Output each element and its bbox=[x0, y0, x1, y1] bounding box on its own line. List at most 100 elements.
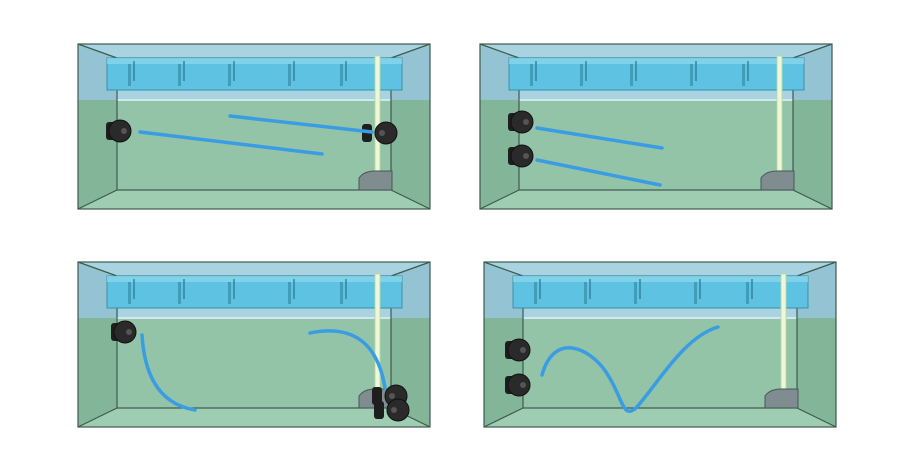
overflow-baffle bbox=[293, 61, 295, 81]
wave-pump-nozzle bbox=[126, 329, 132, 335]
return-pipe bbox=[780, 273, 787, 393]
tank-outer-frame bbox=[483, 261, 837, 428]
wave-pump-icon bbox=[507, 373, 531, 397]
overflow-baffle bbox=[288, 282, 291, 304]
return-pump-icon bbox=[760, 170, 795, 191]
overflow-box-top bbox=[107, 276, 402, 282]
tank-corner-edge bbox=[390, 43, 431, 59]
overflow-baffle bbox=[534, 282, 537, 304]
tank-floor bbox=[484, 408, 836, 427]
wave-pump-nozzle bbox=[121, 128, 127, 134]
wave-pump-icon bbox=[108, 119, 132, 143]
overflow-baffle bbox=[630, 64, 633, 86]
wave-pump-nozzle bbox=[389, 393, 395, 399]
overflow-baffle bbox=[589, 279, 591, 299]
wave-pump-icon bbox=[510, 144, 534, 168]
tank-corner-edge bbox=[390, 189, 431, 210]
overflow-baffle bbox=[340, 282, 343, 304]
overflow-baffle bbox=[751, 279, 753, 299]
wave-pump-mount bbox=[372, 387, 382, 405]
overflow-baffle bbox=[699, 279, 701, 299]
wave-pump-nozzle bbox=[523, 153, 529, 159]
overflow-baffle bbox=[742, 64, 745, 86]
wave-pump-icon bbox=[386, 398, 410, 422]
tank-corner-edge bbox=[792, 189, 833, 210]
overflow-baffle bbox=[233, 279, 235, 299]
overflow-box-top bbox=[509, 58, 804, 64]
tank-corner-edge bbox=[483, 407, 524, 428]
tank-corner-edge bbox=[390, 261, 431, 277]
overflow-baffle bbox=[178, 64, 181, 86]
wave-pump-nozzle bbox=[391, 407, 397, 413]
overflow-baffle bbox=[293, 279, 295, 299]
tank-outer-frame bbox=[77, 261, 431, 428]
tank-panel-crossflow bbox=[77, 43, 431, 210]
overflow-baffle bbox=[228, 282, 231, 304]
overflow-baffle bbox=[128, 64, 131, 86]
wave-pump-nozzle bbox=[379, 130, 385, 136]
tank-panel-wave-flow bbox=[483, 261, 837, 428]
wave-pump-nozzle bbox=[520, 347, 526, 353]
tank-floor bbox=[480, 190, 832, 209]
overflow-baffle bbox=[634, 282, 637, 304]
overflow-baffle bbox=[133, 61, 135, 81]
tank-floor bbox=[78, 408, 430, 427]
overflow-baffle bbox=[345, 279, 347, 299]
tank-corner-edge bbox=[479, 43, 520, 59]
flow-line bbox=[228, 114, 374, 134]
overflow-baffle bbox=[128, 282, 131, 304]
wave-pump-icon bbox=[374, 121, 398, 145]
wave-pump-nozzle bbox=[523, 119, 529, 125]
tank-panel-parallel-flow bbox=[479, 43, 833, 210]
overflow-baffle bbox=[183, 61, 185, 81]
overflow-baffle bbox=[747, 61, 749, 81]
overflow-baffle bbox=[183, 279, 185, 299]
overflow-baffle bbox=[635, 61, 637, 81]
flow-line bbox=[535, 126, 664, 150]
tank-right-wall bbox=[391, 100, 430, 209]
overflow-baffle bbox=[639, 279, 641, 299]
overflow-baffle bbox=[694, 282, 697, 304]
tank-right-wall bbox=[797, 318, 836, 427]
wave-pump-icon bbox=[510, 110, 534, 134]
overflow-baffle bbox=[228, 64, 231, 86]
return-pipe bbox=[374, 273, 381, 393]
wave-pump-mount bbox=[374, 401, 384, 419]
tank-outer-frame bbox=[77, 43, 431, 210]
flow-line bbox=[138, 130, 324, 156]
overflow-baffle bbox=[233, 61, 235, 81]
overflow-baffle bbox=[535, 61, 537, 81]
overflow-baffle bbox=[340, 64, 343, 86]
overflow-baffle bbox=[695, 61, 697, 81]
return-pump-icon bbox=[358, 170, 393, 191]
tank-corner-edge bbox=[796, 407, 837, 428]
tank-corner-edge bbox=[483, 261, 524, 277]
return-pipe bbox=[776, 55, 783, 175]
tank-corner-edge bbox=[77, 43, 118, 59]
overflow-baffle bbox=[530, 64, 533, 86]
overflow-baffle bbox=[345, 61, 347, 81]
wave-pump-icon bbox=[507, 338, 531, 362]
tank-left-wall bbox=[78, 318, 117, 427]
overflow-box-top bbox=[513, 276, 808, 282]
flow-line bbox=[540, 325, 720, 413]
tank-corner-edge bbox=[796, 261, 837, 277]
return-pipe bbox=[374, 55, 381, 175]
overflow-baffle bbox=[288, 64, 291, 86]
overflow-baffle bbox=[178, 282, 181, 304]
tank-corner-edge bbox=[77, 189, 118, 210]
return-pump-icon bbox=[764, 388, 799, 409]
tank-corner-edge bbox=[792, 43, 833, 59]
overflow-baffle bbox=[690, 64, 693, 86]
overflow-baffle bbox=[539, 279, 541, 299]
overflow-box-top bbox=[107, 58, 402, 64]
tank-floor bbox=[78, 190, 430, 209]
tank-corner-edge bbox=[77, 261, 118, 277]
flow-line bbox=[308, 329, 387, 390]
overflow-baffle bbox=[746, 282, 749, 304]
overflow-baffle bbox=[133, 279, 135, 299]
overflow-baffle bbox=[585, 61, 587, 81]
tank-outer-frame bbox=[479, 43, 833, 210]
wave-pump-nozzle bbox=[520, 382, 526, 388]
